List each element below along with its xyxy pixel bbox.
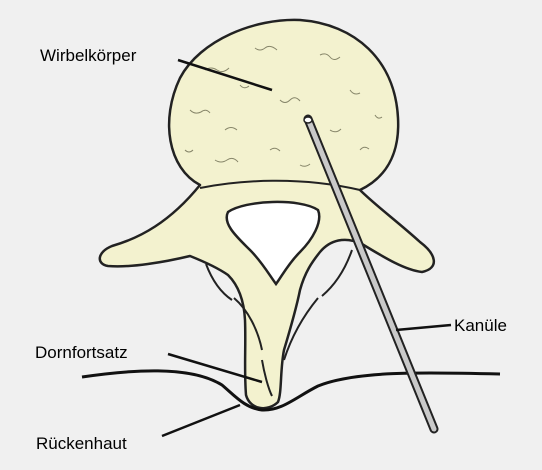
back-skin-line <box>82 371 500 410</box>
leader-line-cannula <box>396 325 451 330</box>
leader-line-back-skin <box>162 405 240 436</box>
label-vertebral-body: Wirbelkörper <box>40 46 136 66</box>
label-cannula: Kanüle <box>454 316 507 336</box>
label-back-skin: Rückenhaut <box>36 434 127 454</box>
label-spinous-process: Dornfortsatz <box>35 343 128 363</box>
